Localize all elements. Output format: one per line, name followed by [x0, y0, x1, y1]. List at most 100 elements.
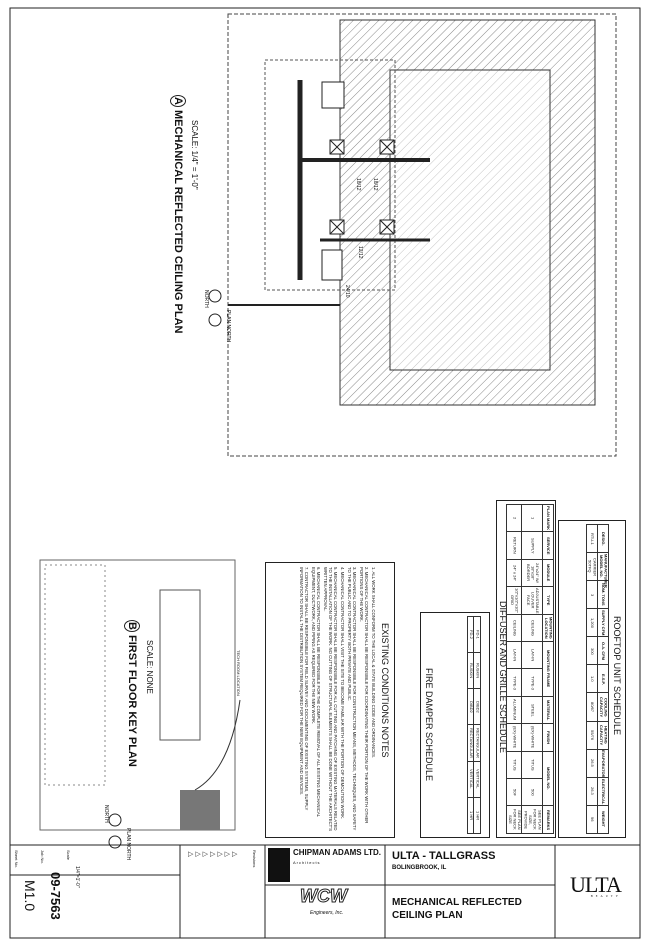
header-cell: E.S.P.	[596, 664, 610, 694]
tech-room-location	[180, 790, 220, 830]
cell: TYPE-3	[521, 668, 543, 697]
cell: RECTANGULAR	[466, 724, 475, 762]
chipman-adams-logo	[268, 848, 290, 882]
note-item: 7. CONTRACTOR SHALL BE RESPONSIBLE FOR F…	[299, 567, 309, 811]
cell: 26.5	[585, 748, 598, 778]
note-item: 2. MECHANICAL CONTRACTOR SHALL BE RESPON…	[359, 567, 369, 824]
cell: 96	[585, 804, 598, 835]
duct-label: 18/12	[355, 178, 361, 191]
tech-room	[264, 59, 396, 291]
north-arrow	[208, 289, 222, 303]
plan-boundary	[227, 13, 617, 457]
cell: LAY-IN	[521, 641, 543, 670]
header-cell: MOUNTING LOCATION	[541, 613, 555, 643]
header-cell: TYPE	[541, 586, 555, 615]
revisions-label: Revisions	[252, 850, 257, 868]
key-plan-outline	[39, 559, 236, 831]
sheet-title: MECHANICAL REFLECTED CEILING PLAN	[392, 896, 522, 922]
rooftop-data-row: RTU-1 CARRIER 50TFQ 3 1,200 300 1.0 80/6…	[585, 523, 598, 835]
cell: 24" x 24"	[505, 558, 523, 588]
cell: CEILING	[505, 613, 523, 643]
note-item: 6. MECHANICAL CONTRACTOR SHALL BE RESPON…	[311, 567, 321, 817]
cell: 1	[521, 503, 543, 533]
cell: 1 HR	[473, 796, 481, 835]
cell: DIBD2	[473, 688, 481, 726]
cell: RETURN	[505, 531, 523, 560]
fire-damper-row: FD-1 RUSKIN DIBD2 RECTANGULAR VERTICAL 1…	[473, 615, 481, 835]
header-cell: WEIGHT	[596, 804, 610, 835]
key-plan-title-text: FIRST FLOOR KEY PLAN	[126, 635, 138, 767]
ulta-logo-sub: BEAUTY	[590, 894, 621, 898]
sheet-number: M1.0	[22, 880, 38, 912]
header-cell: EVAPORATOR	[596, 748, 610, 778]
key-plan-title: B FIRST FLOOR KEY PLAN	[124, 620, 140, 767]
engineer-sub: Engineers, Inc.	[310, 910, 344, 916]
plan-scale: SCALE: 1/4" = 1'-0"	[190, 120, 199, 190]
project-name: ULTA - TALLGRASS	[392, 850, 496, 862]
cell: 300	[585, 636, 598, 666]
job-number: 09-7563	[48, 872, 63, 920]
fire-damper-table: FD-1 RUSKIN DIBD2 RECTANGULAR VERTICAL 1…	[466, 615, 481, 835]
header-cell: PLAN MARK	[541, 503, 555, 533]
diffuser-grille-schedule: DIFFUSER AND GRILLE SCHEDULE PLAN MARK S…	[496, 500, 556, 838]
project-location: BOLINGBROOK, IL	[392, 865, 447, 871]
fire-damper-row: FD-2 RUSKIN DIBD2 RECTANGULAR VERTICAL 1…	[466, 615, 475, 835]
cell: CARRIER 50TFQ	[585, 552, 598, 582]
header-cell: NOM. TONS	[596, 580, 610, 610]
tech-room-location-label: TECH ROOM LOCATION	[236, 650, 241, 696]
cell: SEE PLAN FOR NECK SIZE, PROVIDE	[521, 805, 543, 834]
scale-label: Scale	[66, 850, 71, 861]
ulta-logo-text: ULTA	[570, 872, 622, 897]
cell: 3	[585, 580, 598, 610]
note-item: 4. MECHANICAL CONTRACTOR SHALL VISIT THE…	[340, 567, 345, 820]
ulta-logo: ULTA BEAUTY	[570, 872, 622, 898]
diffuser-schedule-table: PLAN MARK SERVICE MODULE TYPE MOUNTING L…	[505, 503, 555, 834]
header-cell: ELECTRICAL	[596, 776, 610, 806]
cell: 1 HR	[466, 796, 475, 835]
header-cell: DESIG.	[596, 523, 610, 554]
diffuser-schedule-title: DIFFUSER AND GRILLE SCHEDULE	[498, 601, 508, 754]
duct-label: 18/12	[372, 178, 378, 191]
header-cell: REMARKS	[541, 805, 555, 834]
cell: 50F	[505, 778, 523, 807]
key-plan-plan-north-label: PLAN NORTH	[125, 828, 131, 861]
note-item: 1. ALL WORK SHALL CONFORM TO THE LOCAL &…	[371, 567, 376, 759]
cell: 26.3	[585, 776, 598, 806]
cell: 1.0	[585, 664, 598, 694]
header-cell: COOLING CAPACITY	[596, 692, 610, 722]
cell: (EX)-WHITE	[521, 723, 543, 752]
cell: 80/67	[585, 692, 598, 722]
header-cell: MANUFACTURER MODEL NO.	[596, 552, 610, 588]
diffusers	[329, 139, 395, 235]
rooftop-header-row: DESIG. MANUFACTURER MODEL NO. NOM. TONS …	[596, 523, 610, 835]
cell: ALUMINUM	[505, 695, 523, 725]
header-cell: MODULE	[541, 558, 555, 588]
sheet-no-label: Sheet No.	[14, 850, 19, 868]
cell: (EX)-WHITE	[505, 723, 523, 752]
header-cell: O.A. CFM	[596, 636, 610, 666]
header-cell: MODEL NO.	[541, 750, 555, 807]
header-cell: HEATING CAPACITY	[596, 720, 610, 750]
header-cell: SUPPLY CFM	[596, 608, 610, 638]
wcw-logo: WCW	[300, 886, 348, 907]
cell: 500	[521, 778, 543, 807]
cell: 1/2"x1/2"x1/2" GRID	[505, 586, 523, 615]
rooftop-schedule-table: DESIG. MANUFACTURER MODEL NO. NOM. TONS …	[585, 523, 610, 835]
cell: 1,200	[585, 608, 598, 638]
cell: FD-2	[466, 615, 475, 654]
cell: DIBD2	[466, 688, 475, 726]
key-plan-marker: B	[124, 620, 140, 632]
notes-list: 1. ALL WORK SHALL CONFORM TO THE LOCAL &…	[297, 567, 376, 833]
cell: ADJUSTABLE LOUVER FACE	[521, 586, 543, 615]
cell: FD-1	[473, 615, 481, 654]
cell: LAY-IN	[505, 641, 523, 670]
diffuser-header-row: PLAN MARK SERVICE MODULE TYPE MOUNTING L…	[541, 503, 555, 834]
cell: TITUS	[505, 750, 523, 780]
revision-triangles: ▷ ▷ ▷ ▷ ▷ ▷ ▷	[188, 851, 238, 858]
plan-marker: A	[170, 95, 186, 107]
duct-label: 24/10	[344, 285, 350, 298]
cell: 2	[505, 503, 523, 533]
rooftop-unit	[321, 81, 345, 109]
cell: RTU-1	[585, 523, 598, 554]
cell: TYPE-3	[505, 668, 523, 697]
